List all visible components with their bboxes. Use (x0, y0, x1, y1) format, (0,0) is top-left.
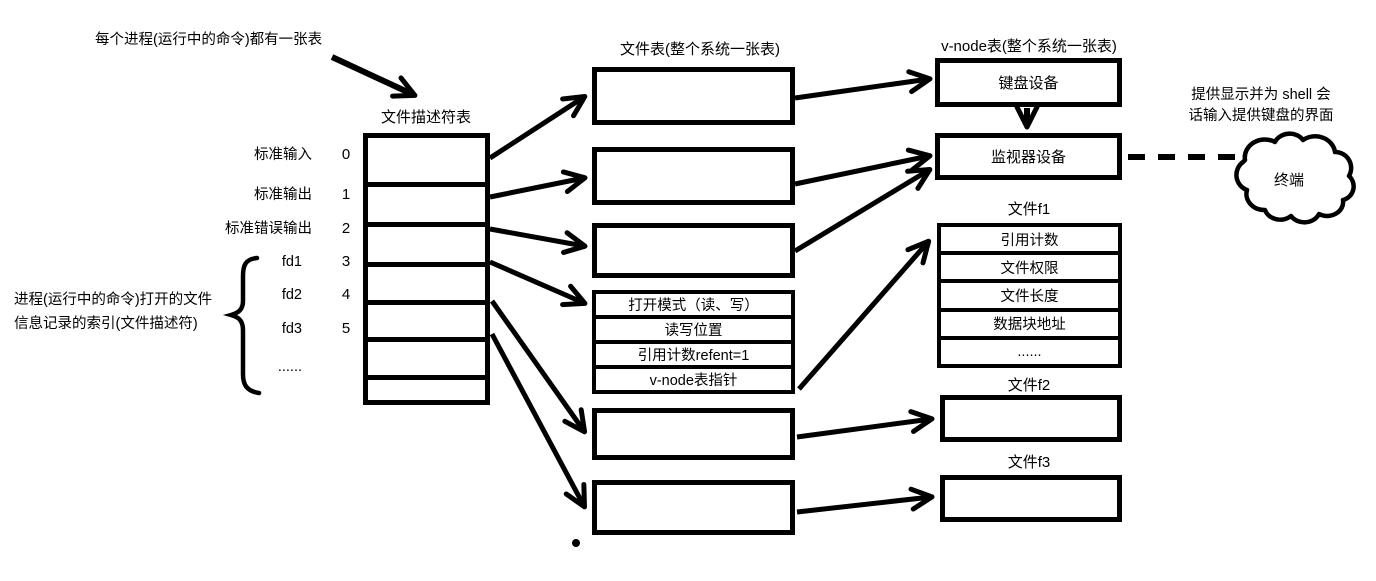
fd-row-num-5: 5 (341, 320, 351, 337)
terminal-cloud-shape (1234, 131, 1356, 225)
fd-index-note-line2: 信息记录的索引(文件描述符) (14, 316, 198, 332)
f1-row-more: ...... (1017, 343, 1042, 360)
file-f2-title: 文件f2 (1007, 377, 1051, 394)
fd-row-label-fd3: fd3 (281, 321, 302, 337)
fd-table (363, 133, 490, 405)
arrow-filetable2-to-monitor (794, 147, 933, 187)
arrow-fd3-to-openfile-entry (489, 259, 588, 308)
arrow-vnode-pointer-to-f1 (797, 238, 932, 391)
terminal-note-line1: 提供显示并为 shell 会 (1191, 87, 1331, 103)
fd-row-label-stdout: 标准输出 (254, 187, 312, 203)
open-file-entry-table: 打开模式（读、写） 读写位置 引用计数refent=1 v-node表指针 (592, 290, 795, 394)
fd-cell-2 (368, 227, 485, 267)
fd-cell-5 (368, 342, 485, 380)
fd-row-num-2: 2 (341, 220, 351, 237)
fd-cell-4 (368, 305, 485, 342)
file-f3-box (940, 475, 1122, 522)
arrow-fd0-to-filetable1 (488, 93, 588, 161)
terminal-label: 终端 (1273, 172, 1304, 189)
file-table-entry-3 (592, 223, 795, 278)
f1-row-refcount: 引用计数 (941, 227, 1118, 256)
keyboard-device-box: 键盘设备 (935, 58, 1122, 107)
f1-row-blockaddr: 数据块地址 (941, 312, 1118, 340)
monitor-device-label: 监视器设备 (990, 149, 1066, 166)
f1-row-length: 文件长度 (941, 283, 1118, 312)
open-file-row-refcount: 引用计数refent=1 (596, 344, 791, 369)
fd-row-label-stdin: 标准输入 (254, 147, 312, 163)
fd-row-label-fd2: fd2 (281, 287, 302, 303)
stray-dot (572, 539, 580, 547)
fd-cell-3 (368, 267, 485, 305)
fd-index-note-line1: 进程(运行中的命令)打开的文件 (14, 292, 213, 308)
fd-row-label-fd1: fd1 (281, 254, 302, 270)
fd-row-num-1: 1 (341, 186, 351, 203)
keyboard-device-label: 键盘设备 (998, 75, 1059, 92)
arrow-filetable5-to-f2 (796, 409, 935, 440)
file-table-entry-1 (592, 67, 795, 125)
file-table-entry-5 (592, 408, 795, 460)
open-file-row-mode: 打开模式（读、写） (596, 294, 791, 319)
open-file-row-vnode-ptr: v-node表指针 (649, 373, 738, 389)
fd-row-label-more: ...... (277, 359, 302, 375)
arrow-fd4-to-filetable5 (489, 299, 588, 435)
open-file-row-position: 读写位置 (596, 319, 791, 344)
arrow-fd2-to-filetable3 (489, 226, 588, 255)
process-note-text: 每个进程(运行中的命令)都有一张表 (95, 32, 323, 48)
arrow-fd5-to-filetable6 (489, 332, 587, 510)
file-f2-box (940, 395, 1122, 442)
fd-row-num-4: 4 (341, 286, 351, 303)
fd-cell-1 (368, 187, 485, 227)
file-f1-title: 文件f1 (1007, 201, 1051, 218)
terminal-note-line2: 话输入提供键盘的界面 (1188, 108, 1334, 124)
arrow-filetable6-to-f3 (796, 486, 935, 515)
file-table-entry-6 (592, 480, 795, 535)
fd-group-brace (222, 255, 262, 396)
file-table-title: 文件表(整个系统一张表) (620, 41, 780, 58)
arrow-filetable3-to-monitor (793, 166, 933, 254)
arrow-filetable1-to-keyboard (794, 69, 933, 101)
arrow-note-to-fdtable (330, 54, 418, 99)
fd-row-num-0: 0 (341, 146, 351, 163)
file-f1-table: 引用计数 文件权限 文件长度 数据块地址 ...... (937, 223, 1122, 368)
fd-table-title: 文件描述符表 (380, 109, 471, 126)
f1-row-permission: 文件权限 (941, 255, 1118, 284)
fd-cell-0 (368, 138, 485, 187)
fd-cell-6 (368, 380, 485, 400)
monitor-device-box: 监视器设备 (935, 133, 1122, 180)
file-table-entry-2 (592, 147, 795, 205)
vnode-table-title: v-node表(整个系统一张表) (941, 38, 1117, 55)
file-f3-title: 文件f3 (1007, 454, 1051, 471)
arrow-fd1-to-filetable2 (489, 169, 588, 200)
fd-row-label-stderr: 标准错误输出 (225, 221, 312, 237)
fd-row-num-3: 3 (341, 253, 351, 270)
